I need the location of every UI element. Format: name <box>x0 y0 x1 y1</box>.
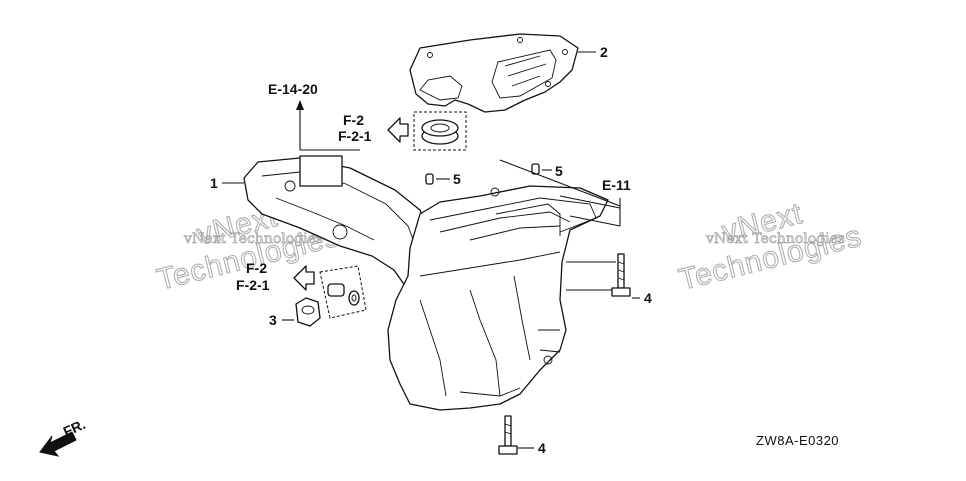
callout-3: 3 <box>269 312 277 328</box>
bolt-bottom-icon <box>498 415 534 455</box>
callout-4-bottom: 4 <box>538 440 546 456</box>
ref-f-2-left: F-2 <box>246 260 267 276</box>
callout-5-right: 5 <box>555 163 563 179</box>
ref-f-2-top: F-2 <box>343 112 364 128</box>
dowel-pin-right-icon <box>531 163 552 175</box>
gasket-part-2 <box>409 33 596 113</box>
oil-pan-body <box>387 185 609 411</box>
arrow-up-icon <box>296 100 360 151</box>
front-arrow-icon <box>39 431 77 457</box>
watermark-left-small: vNext Technologies <box>183 231 323 247</box>
oil-seal-box <box>413 111 467 151</box>
diagram-code: ZW8A-E0320 <box>756 433 839 448</box>
outline-arrow-left-icon-2 <box>293 265 315 291</box>
watermark-right: Technologies vNext vNext Technologies <box>675 196 866 297</box>
nut-part-3 <box>282 297 321 327</box>
front-marker-label: FR. <box>61 416 88 440</box>
drain-plug-box <box>319 265 367 319</box>
ref-f-2-1-top: F-2-1 <box>338 128 372 144</box>
callout-4-right: 4 <box>644 290 652 306</box>
callout-5-center: 5 <box>453 171 461 187</box>
drain-plug-icon <box>327 283 360 306</box>
bolt-right-icon <box>566 253 640 299</box>
dowel-pin-center-icon <box>425 173 450 185</box>
callout-1: 1 <box>210 175 218 191</box>
ref-e-11-leader <box>499 159 621 227</box>
oil-seal-icon <box>421 119 459 145</box>
watermark-right-small: vNext Technologies <box>705 231 845 247</box>
ref-f-2-1-left: F-2-1 <box>236 277 270 293</box>
ref-e-14-20: E-14-20 <box>268 81 318 97</box>
ref-e-11: E-11 <box>602 177 631 193</box>
outline-arrow-left-icon <box>387 117 409 143</box>
callout-2: 2 <box>600 44 608 60</box>
